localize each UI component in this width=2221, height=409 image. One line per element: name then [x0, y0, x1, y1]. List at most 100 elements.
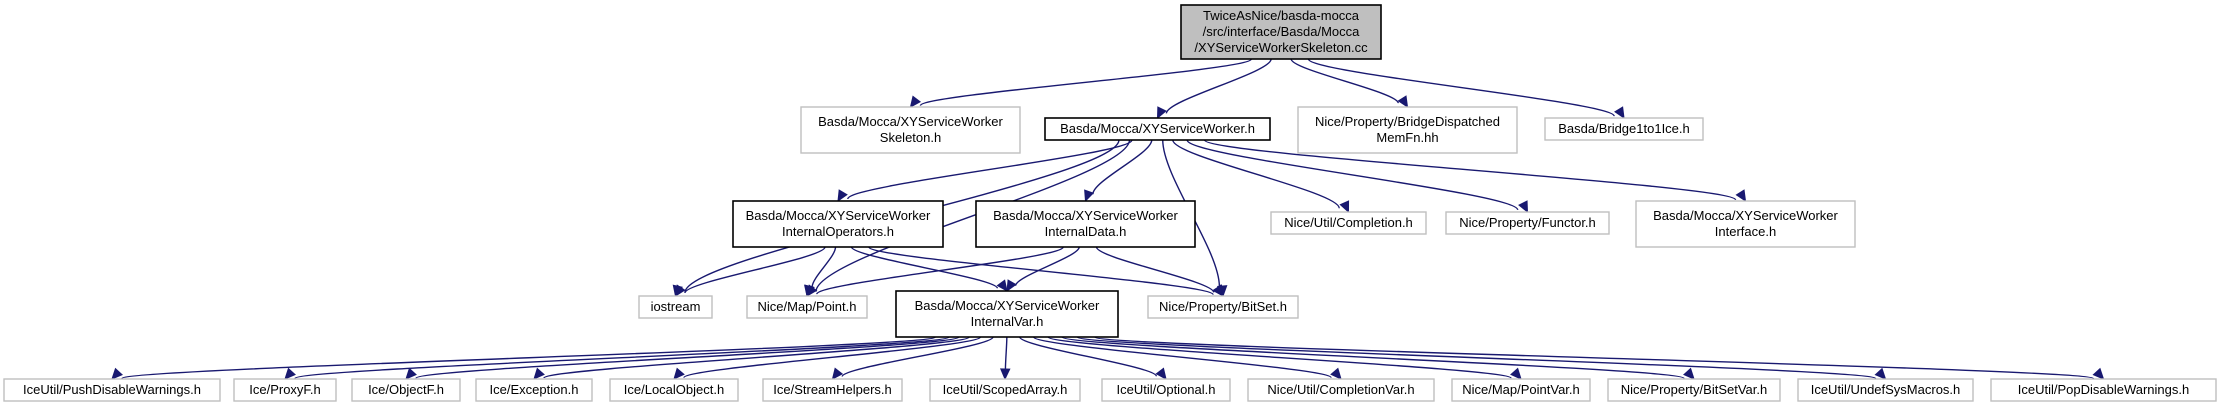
node-box[interactable]: [975, 200, 1196, 248]
node-box[interactable]: [1797, 378, 1974, 402]
node-box[interactable]: [1180, 4, 1382, 60]
node-bitsetvar[interactable]: Nice/Property/BitSetVar.h: [1607, 378, 1781, 402]
edge-internal_var-to-objectf: [405, 336, 960, 380]
arrowhead: [284, 367, 296, 380]
node-undefsys[interactable]: IceUtil/UndefSysMacros.h: [1797, 378, 1974, 402]
node-label-line: InternalVar.h: [971, 314, 1044, 329]
edge-internal_var-to-undefsys: [1076, 336, 1887, 380]
node-streamhelpers[interactable]: Ice/StreamHelpers.h: [762, 378, 903, 402]
node-box[interactable]: [3, 378, 221, 402]
nodes-layer: TwiceAsNice/basda-mocca/src/interface/Ba…: [3, 4, 2217, 402]
arrowhead: [673, 367, 685, 380]
node-pop-disable[interactable]: IceUtil/PopDisableWarnings.h: [1990, 378, 2217, 402]
node-label-line: IceUtil/Optional.h: [1117, 382, 1216, 397]
edge-internal_var-to-localobject: [673, 336, 982, 380]
node-box[interactable]: [800, 106, 1021, 154]
node-box[interactable]: [746, 295, 868, 319]
node-label-line: Basda/Mocca/XYServiceWorker: [915, 298, 1100, 313]
node-box[interactable]: [351, 378, 461, 402]
edge-worker_h-to-functor: [1186, 139, 1529, 214]
node-label-line: MemFn.hh: [1376, 130, 1438, 145]
node-label-line: TwiceAsNice/basda-mocca: [1203, 8, 1360, 23]
node-internal-ops[interactable]: Basda/Mocca/XYServiceWorkerInternalOpera…: [732, 200, 944, 248]
node-box[interactable]: [638, 295, 713, 319]
node-box[interactable]: [1270, 211, 1427, 235]
edge-line: [847, 139, 1133, 200]
edge-line: [121, 336, 937, 380]
node-point[interactable]: Nice/Map/Point.h: [746, 295, 868, 319]
node-box[interactable]: [1297, 106, 1518, 154]
arrowhead: [909, 95, 922, 108]
node-box[interactable]: [1101, 378, 1231, 402]
node-label-line: Nice/Property/Functor.h: [1459, 215, 1596, 230]
edge-line: [1019, 336, 1158, 377]
edge-line: [1307, 58, 1615, 117]
node-label-line: Nice/Property/BitSetVar.h: [1621, 382, 1767, 397]
node-box[interactable]: [1044, 117, 1271, 141]
node-label-line: Nice/Util/CompletionVar.h: [1267, 382, 1414, 397]
node-box[interactable]: [233, 378, 337, 402]
node-box[interactable]: [1451, 378, 1591, 402]
node-box[interactable]: [1247, 378, 1435, 402]
node-bitset[interactable]: Nice/Property/BitSet.h: [1147, 295, 1299, 319]
edge-internal_ops-to-bitset: [868, 246, 1224, 297]
node-pointvar[interactable]: Nice/Map/PointVar.h: [1451, 378, 1591, 402]
node-bridge1to1[interactable]: Basda/Bridge1to1Ice.h: [1544, 117, 1704, 141]
edge-worker_h-to-internal_data: [1084, 139, 1153, 203]
edge-internal_var-to-streamhelpers: [831, 336, 994, 380]
node-box[interactable]: [609, 378, 739, 402]
node-worker-h[interactable]: Basda/Mocca/XYServiceWorker.h: [1044, 117, 1271, 141]
node-box[interactable]: [1990, 378, 2217, 402]
node-push-disable[interactable]: IceUtil/PushDisableWarnings.h: [3, 378, 221, 402]
node-label-line: Ice/LocalObject.h: [624, 382, 724, 397]
node-box[interactable]: [762, 378, 903, 402]
edge-root-to-bridge_dispatched: [1290, 58, 1409, 109]
node-iostream[interactable]: iostream: [638, 295, 713, 319]
node-proxyf[interactable]: Ice/ProxyF.h: [233, 378, 337, 402]
edge-line: [683, 336, 982, 379]
edge-line: [1092, 139, 1153, 195]
node-box[interactable]: [1544, 117, 1704, 141]
node-box[interactable]: [475, 378, 593, 402]
edge-line: [841, 336, 994, 378]
node-skeleton-h[interactable]: Basda/Mocca/XYServiceWorkerSkeleton.h: [800, 106, 1021, 154]
edge-line: [1165, 58, 1272, 114]
node-root[interactable]: TwiceAsNice/basda-mocca/src/interface/Ba…: [1180, 4, 1382, 60]
node-label-line: IceUtil/PopDisableWarnings.h: [2018, 382, 2189, 397]
edge-line: [815, 139, 1131, 292]
edge-root-to-bridge1to1: [1307, 58, 1625, 120]
node-optional[interactable]: IceUtil/Optional.h: [1101, 378, 1231, 402]
edge-internal_data-to-bitset: [1095, 246, 1224, 298]
edge-internal_data-to-point: [806, 246, 1064, 297]
node-box[interactable]: [1635, 200, 1856, 248]
node-localobject[interactable]: Ice/LocalObject.h: [609, 378, 739, 402]
edge-internal_var-to-push_disable: [111, 336, 937, 380]
arrowhead: [533, 367, 545, 380]
node-functor[interactable]: Nice/Property/Functor.h: [1445, 211, 1610, 235]
edge-worker_h-to-worker_interface: [1203, 139, 1747, 203]
node-box[interactable]: [1607, 378, 1781, 402]
node-completionvar[interactable]: Nice/Util/CompletionVar.h: [1247, 378, 1435, 402]
edge-line: [1004, 336, 1008, 370]
node-completion[interactable]: Nice/Util/Completion.h: [1270, 211, 1427, 235]
arrowhead: [1212, 284, 1224, 298]
node-label-line: Basda/Bridge1to1Ice.h: [1558, 121, 1690, 136]
node-scopedarray[interactable]: IceUtil/ScopedArray.h: [929, 378, 1081, 402]
node-label-line: Nice/Map/Point.h: [758, 299, 857, 314]
node-internal-data[interactable]: Basda/Mocca/XYServiceWorkerInternalData.…: [975, 200, 1196, 248]
node-box[interactable]: [732, 200, 944, 248]
node-box[interactable]: [929, 378, 1081, 402]
node-label-line: IceUtil/ScopedArray.h: [943, 382, 1068, 397]
node-exception[interactable]: Ice/Exception.h: [475, 378, 593, 402]
arrowhead: [1006, 279, 1017, 293]
node-box[interactable]: [895, 290, 1119, 338]
edge-line: [1014, 246, 1080, 287]
node-label-line: Nice/Property/BitSet.h: [1159, 299, 1287, 314]
node-objectf[interactable]: Ice/ObjectF.h: [351, 378, 461, 402]
node-box[interactable]: [1147, 295, 1299, 319]
node-box[interactable]: [1445, 211, 1610, 235]
